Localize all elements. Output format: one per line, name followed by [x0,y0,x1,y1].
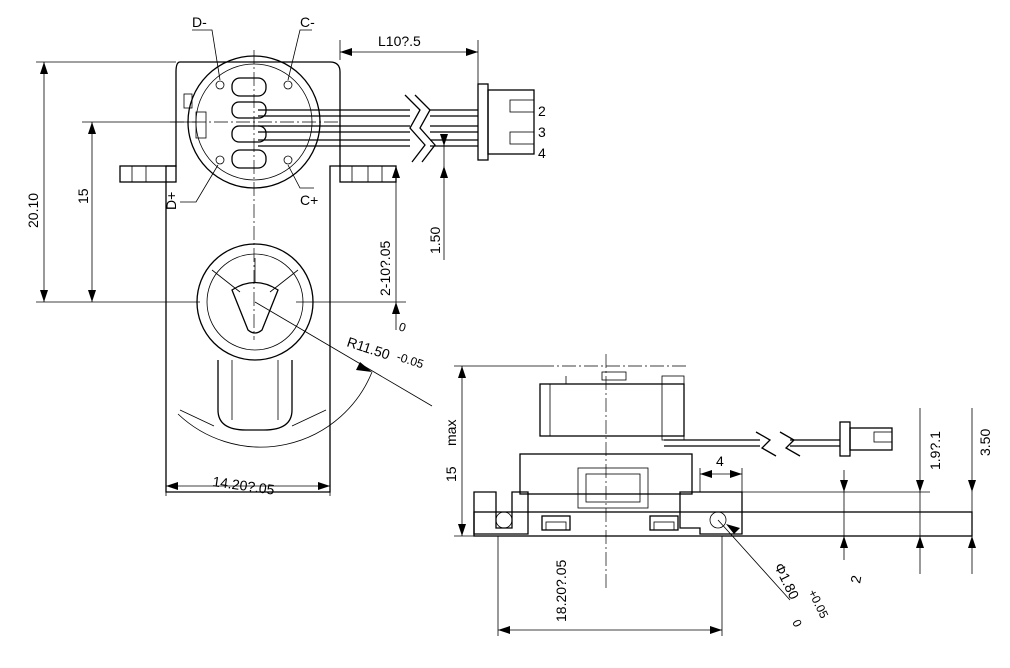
label-c-plus: C+ [300,192,318,208]
rotor-hub [231,281,279,334]
lead-wires [258,94,478,163]
dim-hole-offset: 1.9?.1 [927,431,943,470]
dim-pitch: 2-10?.05 [377,241,393,296]
label-d-plus: D+ [163,192,179,210]
dim-total-height: 3.50 [977,429,993,456]
dim-radius-tol-upper: 0 [397,320,408,335]
dim-pin-offset: 1.50 [427,227,443,254]
dim-hole-dia: Φ1.80 [771,560,802,602]
lower-slot [217,360,293,431]
top-view: D- C- D+ C+ 2 3 4 L10?.5 20.10 15 2-10?.… [25,14,546,498]
dim-lead-length: L10?.5 [378,33,421,49]
terminal-pads [183,77,293,169]
wire-connector [477,83,535,161]
dim-max-height: 15 [443,466,459,482]
side-view: 15 max 4 1.9?.1 3.50 2 18.20?.05 [443,354,993,636]
pin-number-4: 4 [538,145,546,161]
left-flange-tab [119,165,177,183]
dim-width: 14.20?.05 [212,473,276,498]
dim-base-thickness: 2 [847,574,864,585]
dim-bottom-width: 18.20?.05 [553,560,569,622]
dim-radius-main: R11.50 [345,334,392,363]
label-c-minus: C- [300,14,315,30]
dim-tab-width: 4 [716,453,724,469]
pin-number-2: 2 [538,103,546,119]
radius-arc [177,371,373,448]
label-d-minus: D- [192,14,207,30]
dim-radius-tol-lower: -0.05 [395,350,426,372]
dim-height-15: 15 [75,188,91,204]
pin-number-3: 3 [538,124,546,140]
side-connector [839,421,851,457]
dim-height-total: 20.10 [25,193,41,228]
motor-can [539,383,685,437]
dim-hole-tol-lower: 0 [789,617,805,629]
dim-max-label: max [443,420,459,446]
base-plate [473,491,529,535]
dim-hole-tol-upper: +0.05 [805,587,831,621]
